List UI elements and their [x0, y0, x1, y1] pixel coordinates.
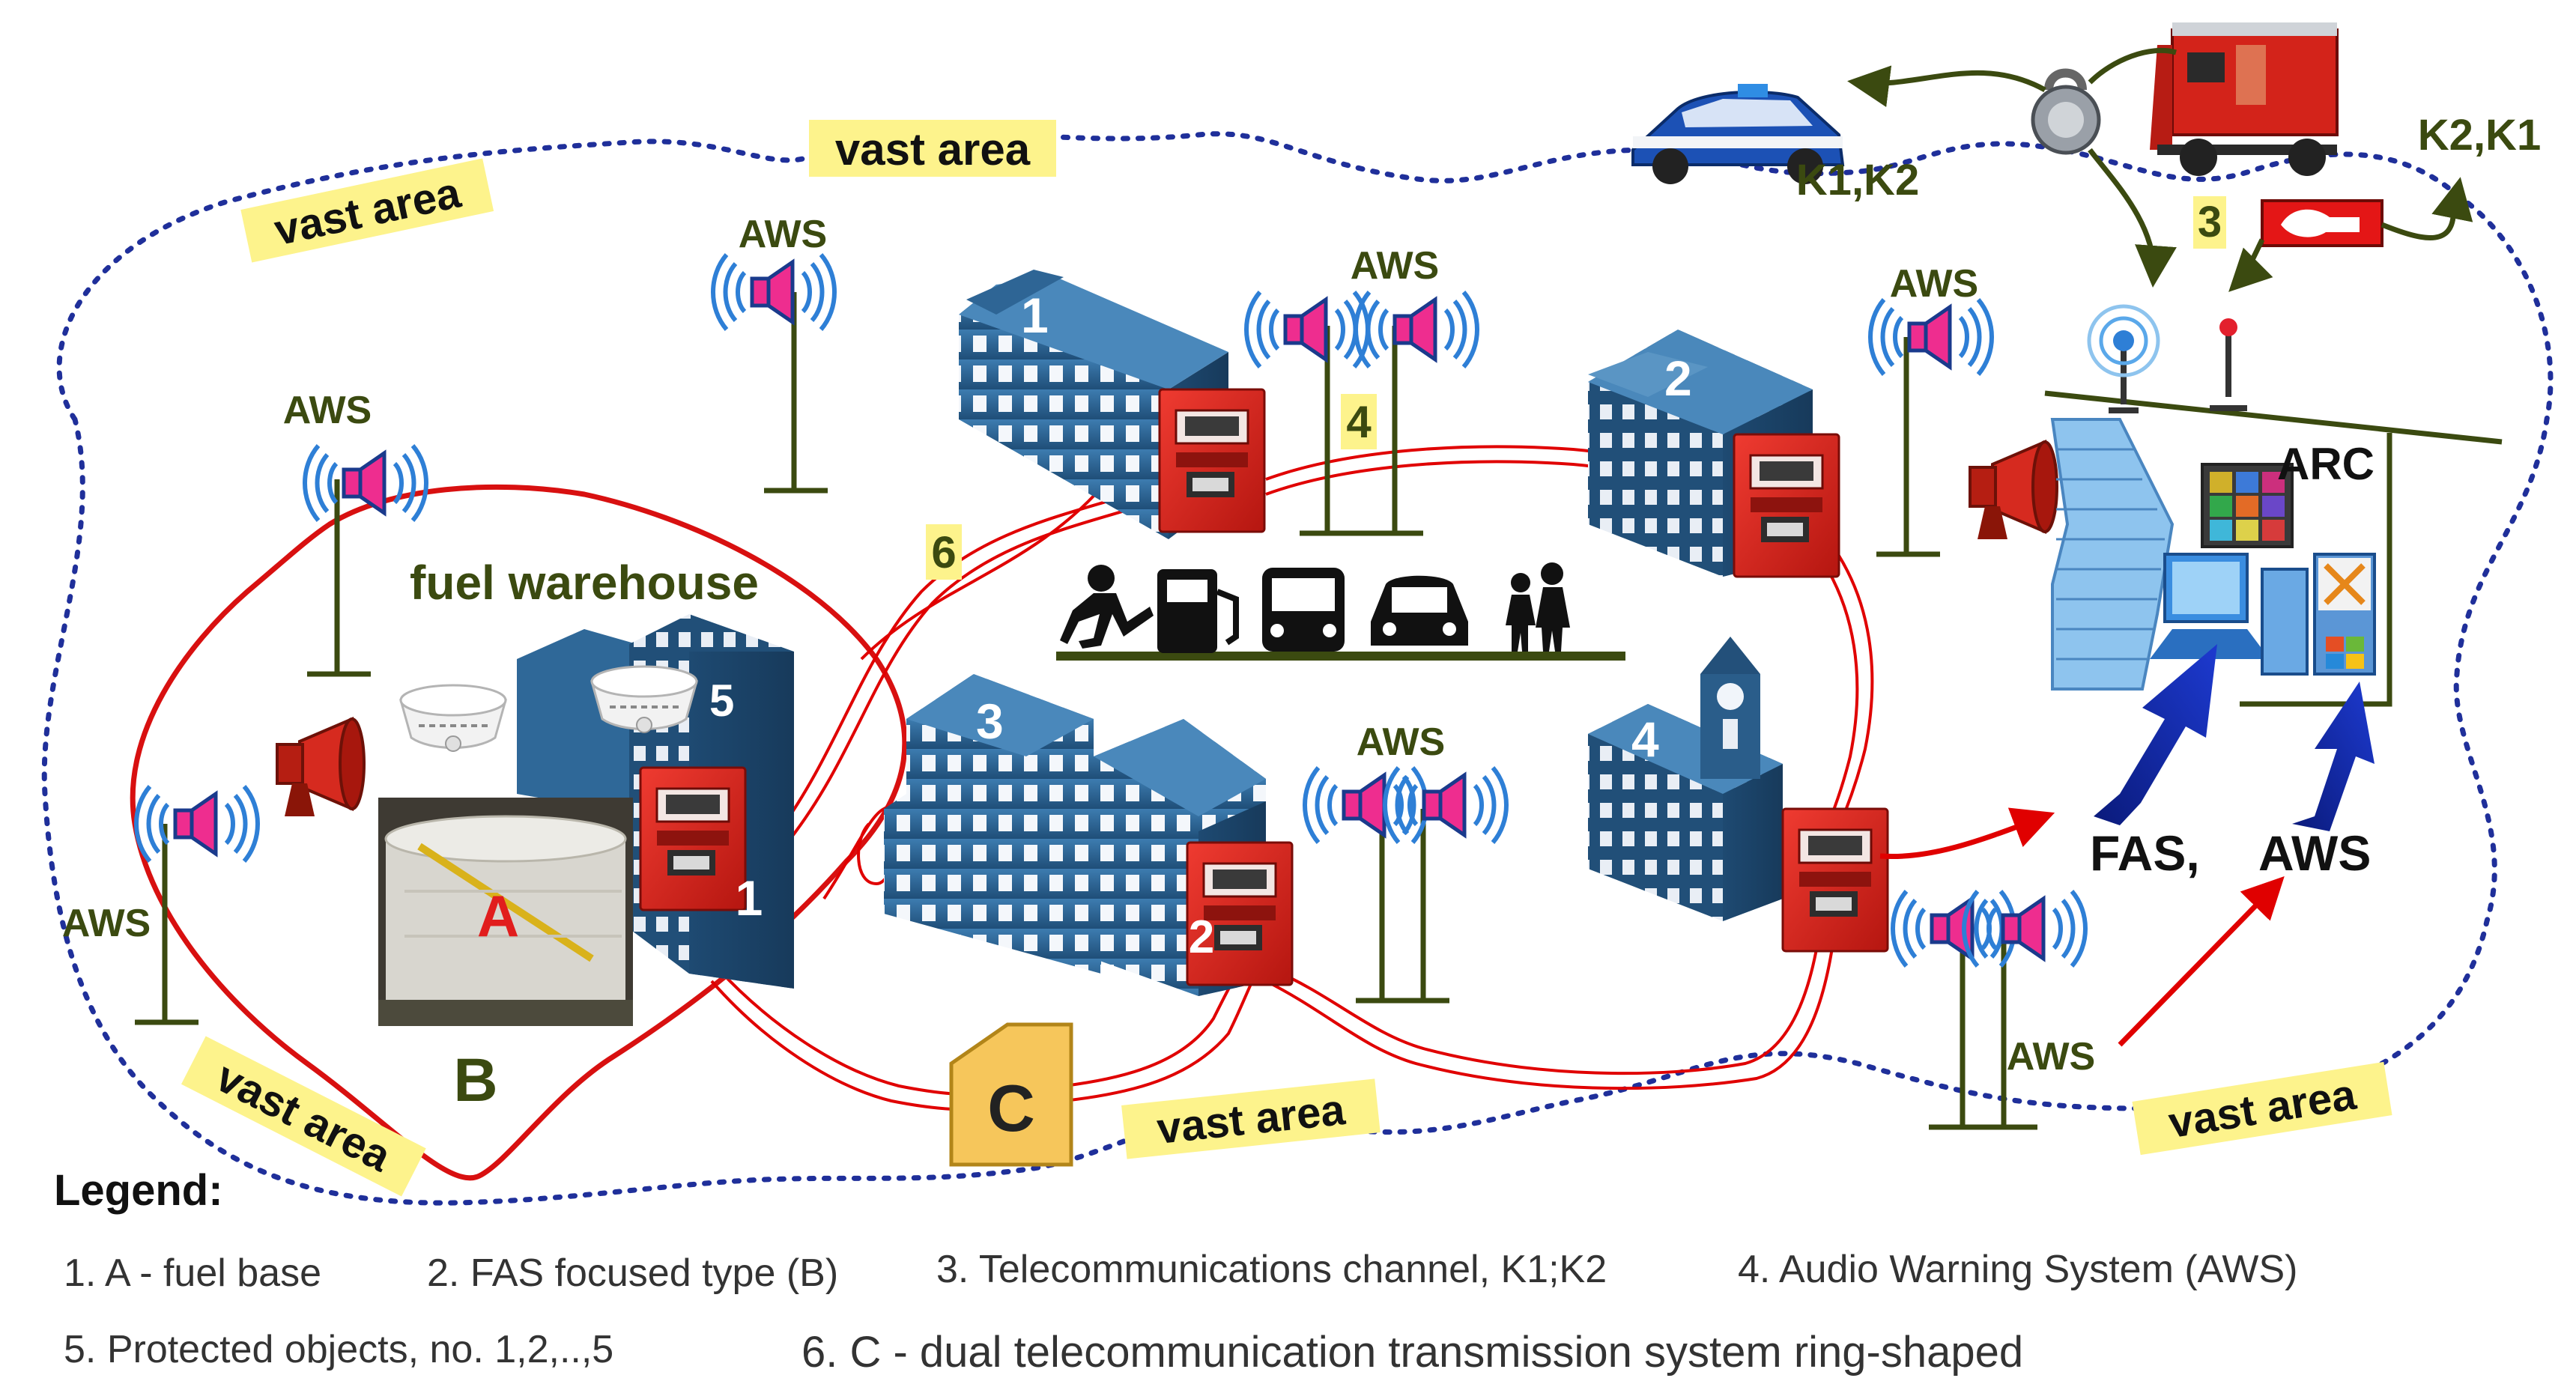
- fire-alarm-panel-icon: [1158, 388, 1266, 533]
- bus-icon: [1262, 568, 1345, 652]
- loudspeaker-icon: [1870, 300, 1992, 374]
- aws-flow-label: AWS: [2258, 825, 2371, 881]
- legend-item: 2. FAS focused type (B): [427, 1251, 839, 1295]
- svg-text:3: 3: [2198, 198, 2222, 246]
- fire-alarm-panel-icon: [1733, 433, 1840, 578]
- svg-text:6: 6: [931, 527, 956, 577]
- smoke-detector-icon: [399, 684, 507, 753]
- svg-text:vast area: vast area: [835, 124, 1031, 175]
- vast-area-label: vast area: [240, 158, 494, 263]
- panel-1-number: 1: [736, 870, 763, 926]
- svg-text:4: 4: [1346, 397, 1372, 447]
- fuel-warehouse-label: fuel warehouse: [410, 556, 759, 610]
- vast-area-label: vast area: [809, 120, 1056, 177]
- legend-item: 1. A - fuel base: [64, 1251, 322, 1295]
- channel-marker: 3: [2193, 196, 2226, 249]
- loudspeaker-icon: [1964, 891, 2085, 966]
- fas-flow-label: FAS,: [2090, 825, 2200, 881]
- vast-area-label: vast area: [1121, 1078, 1381, 1159]
- computer-icon: [2150, 553, 2309, 676]
- building-number: 3: [976, 694, 1004, 749]
- building-number: 1: [1021, 288, 1049, 343]
- aws-label: AWS: [739, 213, 827, 256]
- siren-icon: [1969, 440, 2058, 541]
- aws-label: AWS: [62, 902, 151, 945]
- building-number: 2: [1664, 350, 1692, 406]
- arc-label: ARC: [2277, 439, 2375, 489]
- loudspeaker-icon: [1246, 292, 1368, 367]
- aws-blue-arrow: [2292, 682, 2375, 831]
- svg-text:C: C: [987, 1071, 1035, 1145]
- fuel-tank-photo: [378, 798, 633, 1026]
- building-number: 4: [1631, 711, 1659, 767]
- fuel-tank-marker: A: [477, 883, 519, 949]
- server-icon: [2313, 553, 2376, 676]
- ring-tag-marker: 6: [926, 524, 962, 580]
- running-person-icon: [1060, 565, 1154, 649]
- aws-label: AWS: [283, 389, 372, 432]
- ring-system-marker: C: [949, 1022, 1073, 1167]
- svg-text:vast area: vast area: [270, 168, 465, 255]
- fuel-base-contour: [130, 484, 908, 1181]
- police-car-icon: [1631, 84, 1845, 184]
- fire-signal-icon: [2261, 199, 2383, 247]
- aws-red-arrow: [2118, 875, 2285, 1047]
- smoke-detector-icon: [590, 665, 698, 734]
- fire-channel-label: K2,K1: [2418, 111, 2541, 160]
- aws-label: AWS: [1357, 720, 1445, 764]
- fas-blue-arrow: [2094, 644, 2217, 825]
- police-channel-label: K1,K2: [1796, 156, 1919, 204]
- fire-alarm-panel-icon: [1781, 807, 1889, 953]
- loudspeaker-icon: [1356, 292, 1477, 367]
- road-scene: [1056, 562, 1625, 661]
- aws-label: AWS: [1351, 244, 1439, 288]
- legend-item: 3. Telecommunications channel, K1;K2: [936, 1248, 1607, 1291]
- legend-item: 5. Protected objects, no. 1,2,..,5: [64, 1328, 614, 1371]
- legend-item: 6. C - dual telecommunication transmissi…: [801, 1328, 2024, 1377]
- siren-icon: [276, 717, 366, 818]
- loudspeaker-icon: [136, 786, 258, 861]
- svg-text:vast area: vast area: [208, 1052, 398, 1181]
- building-number: 5: [709, 676, 734, 726]
- svg-text:vast area: vast area: [1154, 1085, 1348, 1153]
- aws-label: AWS: [1890, 262, 1978, 306]
- aws-label: AWS: [2007, 1035, 2095, 1078]
- monitor-wall-icon: [2201, 463, 2294, 548]
- fuel-pump-icon: [1157, 569, 1239, 653]
- legend-title: Legend:: [54, 1166, 223, 1215]
- legend-item: 4. Audio Warning System (AWS): [1738, 1248, 2298, 1291]
- telecom-arrows: [1847, 47, 2473, 292]
- protected-object-4: [1588, 637, 1783, 921]
- fire-truck-icon: [2150, 22, 2339, 176]
- vast-area-label: vast area: [2132, 1061, 2392, 1156]
- car-icon: [1371, 575, 1468, 646]
- alarm-receiving-centre: [2044, 304, 2503, 707]
- loudspeaker-icon: [1893, 891, 2014, 966]
- aws-zone-marker: 4: [1341, 394, 1377, 449]
- panel-2-number: 2: [1189, 911, 1214, 963]
- vast-area-boundary: [41, 130, 2554, 1206]
- fire-alarm-panel-icon: [639, 766, 747, 911]
- loudspeaker-icon: [713, 255, 834, 330]
- pedestrians-icon: [1506, 562, 1570, 652]
- fas-red-arrow: [1879, 807, 2055, 860]
- fas-type-marker: B: [453, 1046, 497, 1114]
- padlock-icon: [2031, 68, 2101, 155]
